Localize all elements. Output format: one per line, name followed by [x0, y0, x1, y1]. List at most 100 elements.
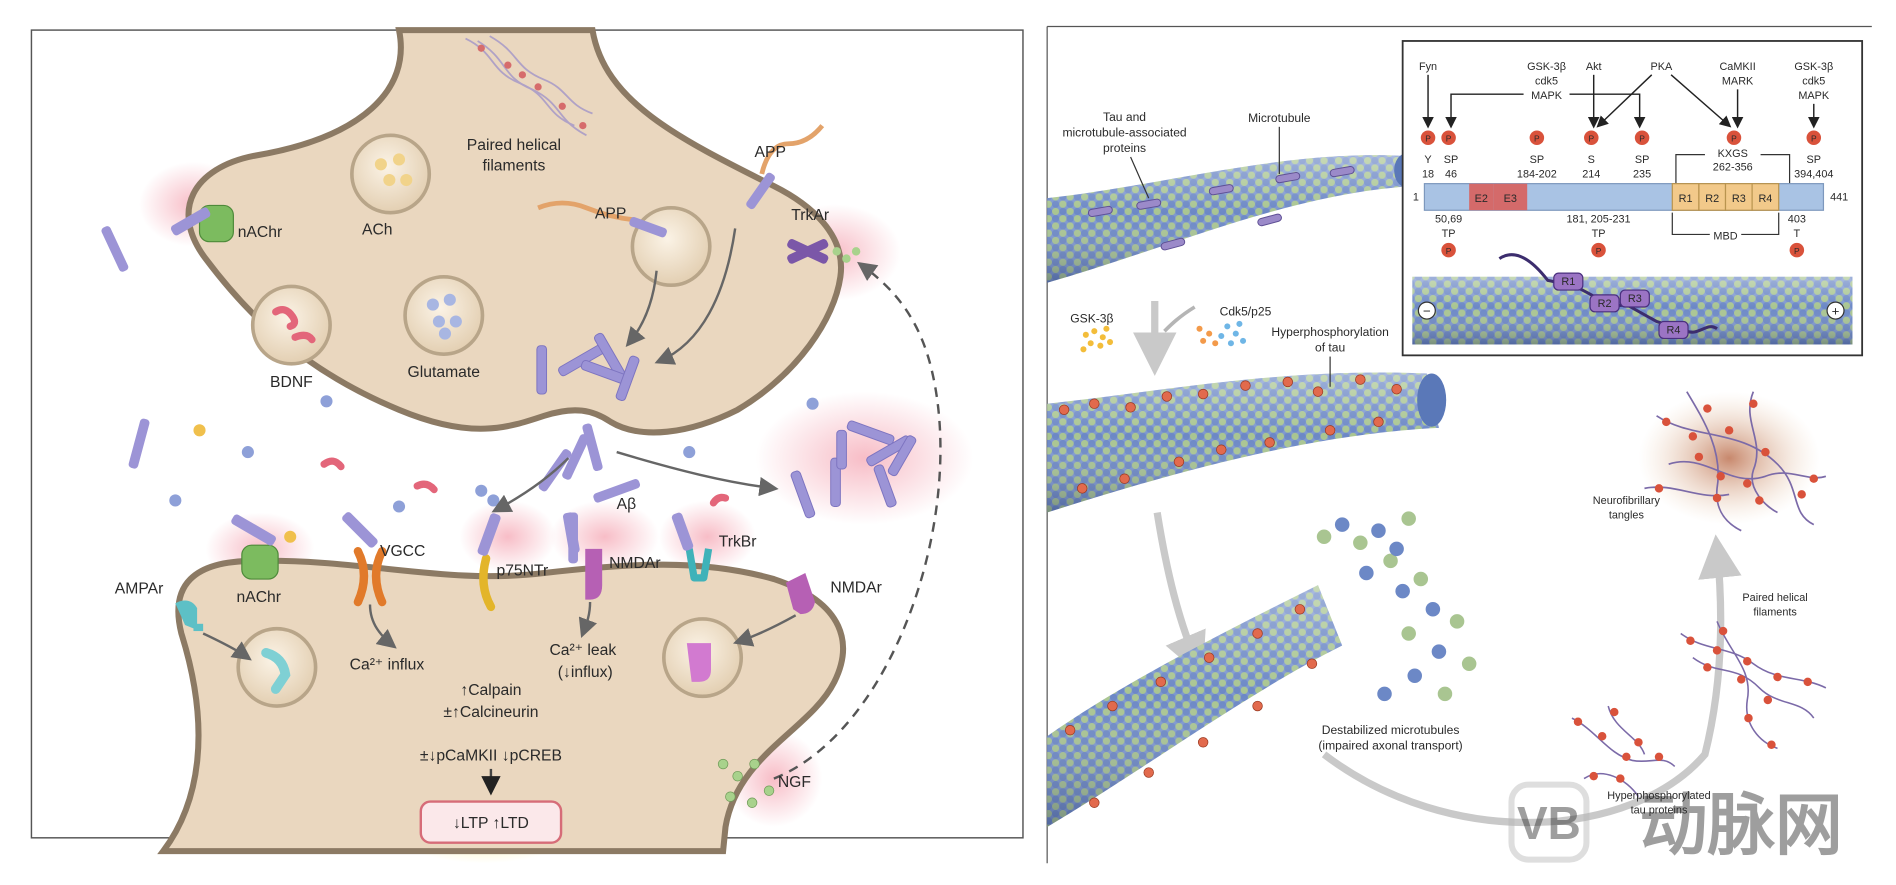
- abeta-pile: [536, 332, 640, 402]
- mbd-label-bg: [1709, 227, 1742, 242]
- vgcc-label: VGCC: [380, 543, 425, 560]
- site-214-a: S: [1588, 154, 1595, 166]
- svg-text:VB: VB: [1517, 797, 1581, 849]
- p-mark: P: [1446, 246, 1452, 256]
- vesicle-ampa-internal: [236, 626, 318, 708]
- kxgs-label: KXGS: [1718, 148, 1748, 160]
- vgcc-channel: [342, 512, 387, 607]
- tau-end-label: 441: [1830, 192, 1848, 204]
- tau-proteins-label-3: proteins: [1103, 141, 1146, 155]
- site-184-a: SP: [1530, 154, 1545, 166]
- cdk5-particles: [1196, 320, 1247, 347]
- site-y18-a: Y: [1424, 154, 1432, 166]
- kinase-mapk-2: MAPK: [1798, 90, 1830, 102]
- left-panel: Paired helical filaments ACh BDNF Glutam…: [30, 27, 1024, 864]
- tangle-glow: [1638, 391, 1820, 525]
- microtubule-destabilized: [1047, 511, 1477, 827]
- vesicle-bdnf: [250, 284, 332, 366]
- vesicle-nmda-internal: [662, 617, 744, 699]
- paired-helical-filaments-top: [465, 35, 593, 137]
- ampar-label: AMPAr: [115, 581, 164, 598]
- nmdar-right-label: NMDAr: [830, 579, 881, 596]
- tau-pointer: [1130, 156, 1150, 199]
- vesicle-app: [537, 200, 712, 288]
- domain-r1-label: R1: [1679, 193, 1693, 205]
- p-mark: P: [1588, 133, 1594, 143]
- arrow-ca-influx: [368, 604, 397, 649]
- site-50-b: TP: [1442, 228, 1456, 240]
- phospho-s46: P: [1441, 130, 1456, 145]
- kinase-camkii: CaMKII: [1719, 61, 1755, 73]
- site-235-a: SP: [1635, 154, 1650, 166]
- p-mark: P: [1596, 246, 1602, 256]
- glutamate-label: Glutamate: [408, 364, 481, 381]
- hyperphos-label-1: Hyperphosphorylation: [1271, 325, 1389, 339]
- gsk3b-particles: [1080, 325, 1114, 353]
- watermark-logo-icon: [1508, 781, 1590, 863]
- ltp-ltd-label: ↓LTP ↑LTD: [453, 815, 529, 832]
- p75ntr-label: p75NTr: [496, 562, 548, 579]
- kinase-cdk5-2: cdk5: [1802, 76, 1825, 88]
- bound-r2: R2: [1598, 298, 1612, 310]
- site-403-a: 403: [1788, 213, 1806, 225]
- ampar-receptor: [175, 600, 204, 632]
- ach-label: ACh: [362, 221, 393, 238]
- calpain-label-1: ↑Calpain: [460, 682, 521, 699]
- phf-label-1: Paired helical: [1742, 592, 1807, 604]
- destabilized-label-1: Destabilized microtubules: [1322, 723, 1460, 737]
- arrow-app-abeta: [654, 228, 737, 365]
- phospho-top-row: P P P P P P P: [1420, 130, 1822, 145]
- nmdar-receptor-mid: [562, 512, 603, 600]
- cdk5-arrow: [1163, 305, 1196, 333]
- bound-r3: R3: [1628, 293, 1642, 305]
- tau-proteins-label-2: microtubule-associated: [1062, 125, 1186, 139]
- phospho-403: P: [1789, 242, 1805, 258]
- kinase-mapk-1: MAPK: [1531, 90, 1563, 102]
- inset-microtubule: − + R1 R2 R3 R4: [1412, 253, 1853, 345]
- ltp-ltd-box: [419, 800, 563, 844]
- calpain-label-2: ±↑Calcineurin: [443, 704, 538, 721]
- right-panel: Tau and microtubule-associated proteins …: [1046, 25, 1872, 864]
- abeta-aggregate: [790, 420, 917, 519]
- trkar-receptor: [787, 238, 861, 264]
- microtubule-healthy: [1047, 153, 1419, 283]
- watermark: VB 动脉网: [1508, 781, 1843, 864]
- kinase-gsk-1: GSK-3β: [1527, 61, 1566, 73]
- app-mid-label: APP: [595, 206, 626, 223]
- trkar-label: TrkAr: [791, 207, 829, 224]
- p-mark: P: [1534, 133, 1540, 143]
- phospho-181: P: [1591, 242, 1606, 258]
- mbd-label: MBD: [1713, 230, 1737, 242]
- bound-r4: R4: [1667, 325, 1681, 337]
- kinase-mark: MARK: [1722, 76, 1754, 88]
- domain-r3: [1724, 183, 1753, 211]
- kxgs-range: 262-356: [1713, 161, 1753, 173]
- trkbr-receptor: [671, 512, 713, 582]
- ca-leak-label-1: Ca²⁺ leak: [549, 642, 616, 659]
- phospho-214: P: [1584, 130, 1599, 145]
- domain-r4: [1751, 183, 1780, 211]
- hyperphos-label-2: of tau: [1315, 341, 1345, 355]
- hyperphosphorylated-tau: [1571, 705, 1676, 798]
- paired-helical-label-2: filaments: [482, 157, 545, 174]
- phospho-bottom-row: P P P: [1441, 242, 1805, 258]
- ngf-label: NGF: [778, 774, 811, 791]
- nft-label-2: tangles: [1609, 510, 1645, 522]
- kinase-pka: PKA: [1651, 61, 1674, 73]
- p-mark: P: [1425, 133, 1431, 143]
- arrow-abeta-aggregate: [616, 450, 779, 497]
- nmdar-mid-label: NMDAr: [609, 555, 660, 572]
- microtubule-hyperphosphorylated: [1047, 372, 1447, 513]
- presynaptic-terminal: [185, 27, 845, 436]
- arrow-abeta-p75: [491, 457, 570, 513]
- site-184-b: 184-202: [1517, 169, 1557, 181]
- site-50-a: 50,69: [1435, 213, 1462, 225]
- domain-r1: [1671, 183, 1700, 211]
- phospho-394: P: [1806, 130, 1822, 145]
- app-top: [746, 124, 825, 210]
- phospho-y18: P: [1420, 130, 1436, 145]
- plus-end-label: +: [1832, 303, 1840, 318]
- p-mark: P: [1794, 246, 1800, 256]
